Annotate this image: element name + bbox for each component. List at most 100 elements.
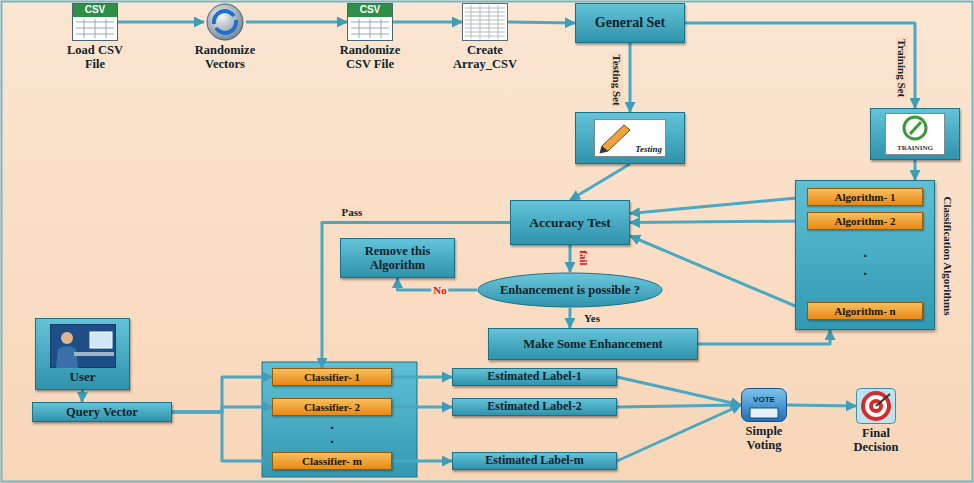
flow-arrow [617, 377, 741, 405]
array-icon-node: Create Array_CSV [440, 3, 530, 71]
icon-text: CSV [72, 4, 118, 15]
edge-label: Yes [582, 312, 602, 324]
decision-text: Enhancement is possible ? [500, 283, 640, 297]
flow-arrow [685, 23, 915, 108]
csv-file-icon: CSV Load CSV File [55, 3, 135, 71]
icon-text: TRAINING [885, 145, 945, 153]
user-picture [50, 324, 116, 368]
box-label: Algorithm- n [834, 305, 895, 317]
edge-label: Pass [340, 206, 365, 218]
box-label: Algorithm- 1 [835, 191, 896, 203]
flow-arrow [698, 330, 830, 344]
vote-icon [741, 388, 787, 422]
flow-arrow [630, 236, 807, 311]
user-icon [50, 324, 116, 368]
flow-arrow [569, 245, 572, 272]
icon-text: Testing [635, 144, 662, 154]
decision-node: Final Decision [838, 388, 914, 454]
csv-file-icon: CSV Randomize CSV File [325, 3, 415, 71]
icon-caption: Create Array_CSV [445, 43, 525, 71]
flow-arrow [617, 405, 741, 461]
box-label: Estimated Label-1 [487, 370, 581, 383]
box-label: Make Some Enhancement [523, 337, 663, 351]
flow-arrow [393, 21, 462, 24]
flow-arrow [81, 390, 85, 402]
user-label: User [36, 370, 129, 385]
training-icon: TRAINING [885, 113, 945, 155]
flow-arrow [630, 197, 807, 214]
array-icon [462, 3, 508, 41]
csv-picture: CSV [72, 3, 118, 41]
randomize-icon-node: Randomize Vectors [180, 3, 270, 71]
icon-caption: Final Decision [841, 426, 911, 454]
process-box: Remove this Algorithm [340, 238, 455, 278]
process-box: Make Some Enhancement [488, 328, 698, 360]
flow-arrow [392, 460, 452, 463]
group-heading: Classification Algorithms [942, 197, 954, 316]
icon-caption: Randomize Vectors [185, 43, 265, 71]
target-picture [856, 388, 896, 424]
flow-arrow [570, 164, 630, 200]
icon-text: VOTE [741, 396, 787, 405]
box-label: Query Vector [66, 405, 138, 419]
flow-arrow [568, 308, 571, 328]
ellipsis-dot: . [863, 245, 867, 260]
vote-picture: VOTE [741, 388, 787, 422]
decision-ellipse: Enhancement is possible ? [477, 272, 663, 308]
box-label: Accuracy Test [529, 215, 610, 230]
icon-caption: Load CSV File [60, 43, 130, 71]
testing-set-box: Testing [575, 112, 685, 164]
box-label: Classifier- 1 [304, 371, 360, 383]
flow-arrow [914, 160, 917, 180]
edge-label: No [431, 284, 448, 296]
icon-caption: Simple Voting [728, 424, 800, 452]
grid-picture [462, 3, 508, 41]
icon-caption: Randomize CSV File [330, 43, 410, 71]
ellipsis-dot: . [330, 417, 334, 432]
csv-picture: CSV [347, 3, 393, 41]
box-label: Remove this Algorithm [347, 244, 448, 272]
flow-arrow [630, 221, 807, 223]
label-box: Estimated Label-m [452, 452, 617, 470]
box-label: Algorithm- 2 [835, 215, 896, 227]
process-box: Accuracy Test [510, 200, 630, 245]
flow-arrow [392, 406, 452, 409]
classifier-box: Classifier- 1 [272, 368, 392, 386]
process-box: General Set [575, 3, 685, 43]
box-label: Estimated Label-m [485, 454, 583, 467]
icon-text: CSV [347, 4, 393, 15]
box-label: Estimated Label-2 [487, 400, 581, 413]
voting-node: VOTE Simple Voting [726, 388, 802, 452]
target-icon [856, 388, 896, 424]
training-set-box: TRAINING [870, 108, 960, 160]
flow-arrow [787, 405, 856, 406]
flow-arrow [629, 43, 632, 112]
rand-picture [204, 3, 246, 41]
randomize-icon [204, 3, 246, 41]
edge-label: Testing Set [611, 52, 623, 107]
box-label: Classifier- m [302, 455, 362, 467]
algorithm-box: Algorithm- n [807, 302, 923, 320]
flow-arrow [392, 376, 452, 379]
box-label: Classifier- 2 [304, 401, 360, 413]
classifier-box: Classifier- m [272, 452, 392, 470]
process-box: Query Vector [32, 402, 172, 422]
label-box: Estimated Label-1 [452, 368, 617, 386]
flow-arrow [508, 22, 575, 23]
classifier-box: Classifier- 2 [272, 398, 392, 416]
user-box: User [35, 318, 130, 390]
flow-arrow [617, 405, 741, 407]
ellipsis-dot: . [330, 431, 334, 446]
flow-arrow [172, 412, 272, 461]
flow-arrow [118, 21, 204, 24]
edge-label: Training Set [896, 37, 908, 99]
flow-arrow [172, 377, 272, 412]
ellipsis-dot: . [863, 263, 867, 278]
label-box: Estimated Label-2 [452, 398, 617, 416]
testing-icon: Testing [594, 119, 666, 157]
flow-arrow [246, 21, 347, 24]
algorithm-box: Algorithm- 1 [807, 188, 923, 206]
edge-label: fail [578, 248, 590, 267]
box-label: General Set [595, 15, 665, 31]
